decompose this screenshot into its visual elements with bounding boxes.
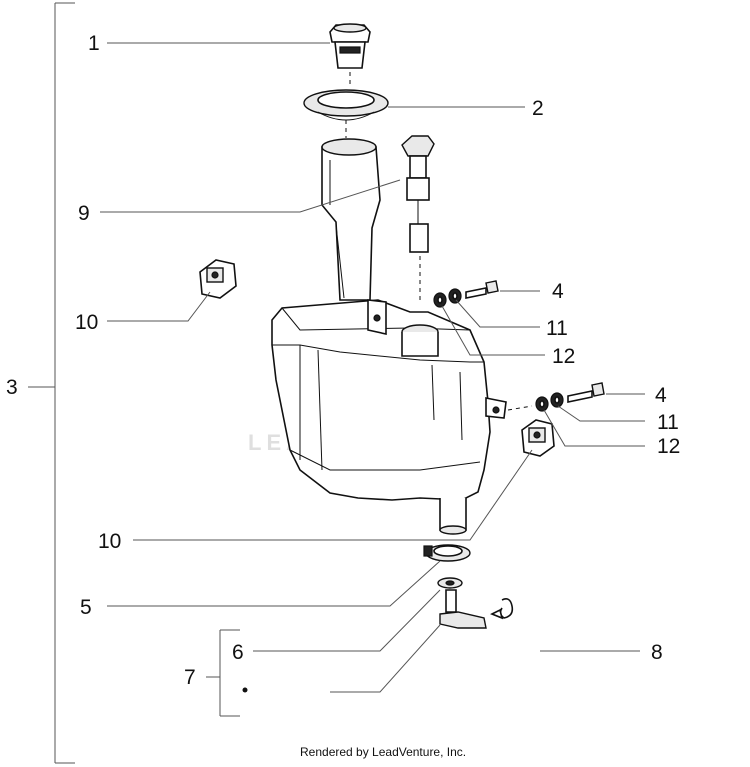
callout-2: 2: [532, 97, 544, 120]
drain-valve: [437, 577, 514, 629]
callout-12-upper: 12: [552, 345, 575, 368]
callout-12-lower: 12: [657, 435, 680, 458]
filler-cap: [329, 23, 371, 88]
callout-6: 6: [232, 641, 244, 664]
reservoir-tank: [271, 138, 507, 535]
callout-3: 3: [6, 376, 18, 399]
level-sensor: [401, 135, 435, 300]
hose-clamp: [423, 544, 471, 562]
callout-1: 1: [88, 32, 100, 55]
callout-8: 8: [651, 641, 663, 664]
callout-11-lower: 11: [657, 411, 679, 434]
callout-4-upper: 4: [552, 280, 564, 303]
hardware-lower: [507, 382, 605, 412]
bracket-3: [28, 2, 75, 764]
callout-10-upper: 10: [75, 311, 98, 334]
hardware-upper: [433, 280, 499, 308]
callout-7: 7: [184, 666, 196, 689]
callout-11-upper: 11: [546, 317, 568, 340]
callout-4-lower: 4: [655, 384, 667, 407]
leader-lines: [100, 42, 645, 693]
callout-10-lower: 10: [98, 530, 121, 553]
footer-credit: Rendered by LeadVenture, Inc.: [300, 745, 466, 759]
callout-5: 5: [80, 596, 92, 619]
bracket-7: [206, 629, 248, 717]
clip-nut-lower: [521, 419, 555, 457]
filler-grommet: [303, 89, 389, 138]
bullet-dot: [242, 687, 248, 693]
callout-9: 9: [78, 202, 90, 225]
clip-nut-upper: [199, 259, 237, 299]
